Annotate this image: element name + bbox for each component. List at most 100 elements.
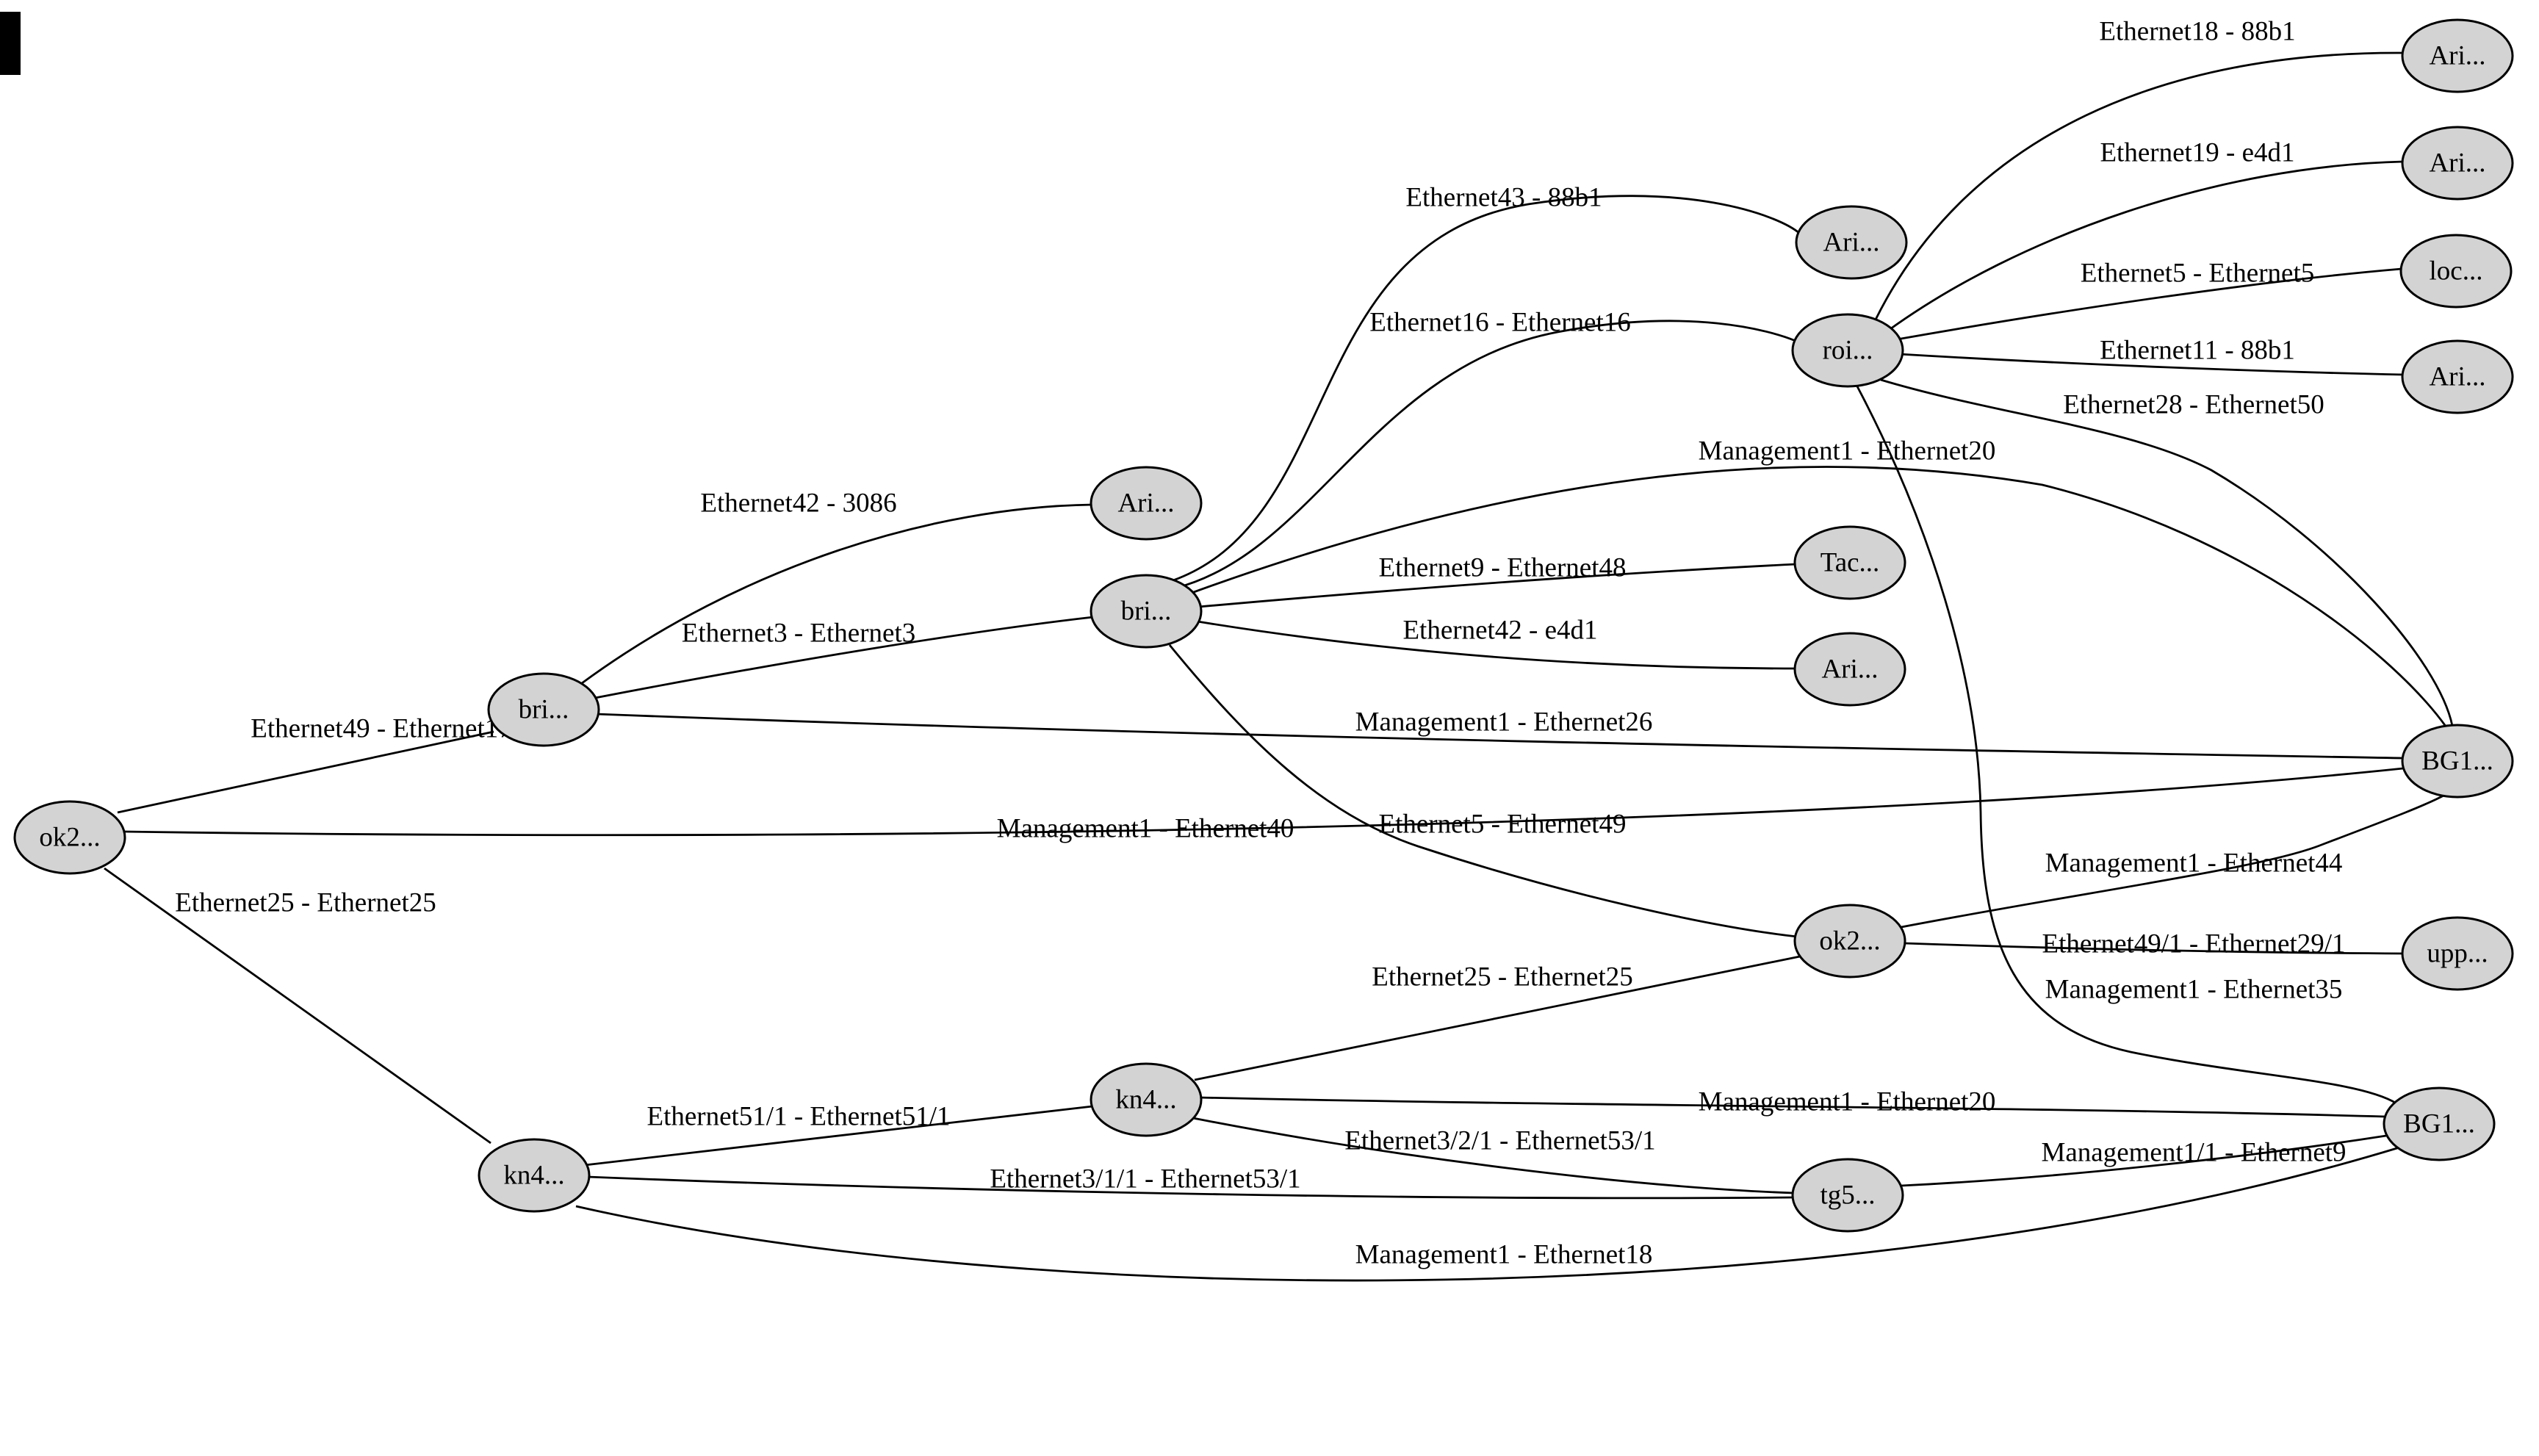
node-roi: roi...	[1791, 313, 1904, 388]
edge-label-bri-mid-ok2-mid: Ethernet5 - Ethernet49	[1379, 810, 1627, 840]
node-ellipse-ok2-mid	[1793, 904, 1906, 979]
edge-bri-mid-bg1-upper	[1185, 466, 2448, 728]
edge-bri-mid-ari-mid2	[1197, 620, 1797, 670]
edge-label-roi-ari-r3: Ethernet11 - 88b1	[2100, 336, 2295, 366]
node-ari-mid: Ari...	[1090, 466, 1203, 541]
edge-ok2-mid-upp	[1904, 942, 2403, 955]
edge-label-roi-bg1-lower: Management1 - Ethernet35	[2045, 975, 2343, 1005]
edge-roi-ari-r2	[1887, 160, 2404, 332]
node-ellipse-bri-mid	[1090, 574, 1203, 649]
node-label-bg1-lower: BG1...	[2403, 1109, 2475, 1139]
edge-label-ok2-left-bg1-upper: Management1 - Ethernet40	[997, 814, 1294, 844]
edge-bri-left-ari-mid	[581, 503, 1093, 685]
edge-label-kn4-mid-bg1-lower: Management1 - Ethernet20	[1699, 1087, 1996, 1117]
node-label-tg5: tg5...	[1820, 1181, 1875, 1211]
node-label-ok2-left: ok2...	[39, 823, 100, 853]
node-bri-mid: bri...	[1090, 574, 1203, 649]
edge-bri-mid-tac	[1198, 563, 1797, 608]
node-label-tac: Tac...	[1820, 548, 1880, 578]
node-ellipse-bg1-lower	[2383, 1086, 2496, 1161]
edges-layer	[104, 51, 2454, 1282]
edge-label-bri-mid-bg1-upper: Management1 - Ethernet20	[1699, 436, 1996, 466]
node-ari-top: Ari...	[1795, 205, 1908, 280]
node-ellipse-upp	[2401, 916, 2514, 991]
edge-ok2-left-kn4-left	[104, 867, 491, 1145]
node-ellipse-ari-r1	[2401, 18, 2514, 93]
edge-label-kn4-mid-tg5: Ethernet3/2/1 - Ethernet53/1	[1344, 1126, 1655, 1156]
edge-label-kn4-left-kn4-mid: Ethernet51/1 - Ethernet51/1	[647, 1102, 950, 1132]
edge-kn4-left-kn4-mid	[584, 1105, 1093, 1167]
node-bg1-upper: BG1...	[2401, 724, 2514, 799]
edge-label-bri-mid-roi: Ethernet16 - Ethernet16	[1369, 308, 1630, 338]
edge-roi-bg1-lower	[1856, 386, 2397, 1105]
edge-label-bri-left-bg1-upper: Management1 - Ethernet26	[1355, 707, 1653, 738]
node-tg5: tg5...	[1791, 1158, 1904, 1233]
edge-label-ok2-left-bri-left: Ethernet49 - Ethernet17	[251, 714, 511, 744]
edge-roi-ari-r3	[1898, 353, 2404, 376]
edge-roi-bg1-upper	[1880, 378, 2454, 727]
edge-tg5-bg1-lower	[1901, 1134, 2387, 1187]
edge-label-ok2-mid-bg1-upper: Management1 - Ethernet44	[2045, 848, 2343, 879]
edge-label-kn4-left-tg5: Ethernet3/1/1 - Ethernet53/1	[990, 1164, 1300, 1194]
node-ellipse-ari-mid	[1090, 466, 1203, 541]
node-label-loc: loc...	[2430, 256, 2483, 286]
edge-bri-left-bg1-upper	[596, 713, 2404, 760]
edge-label-kn4-left-bg1-lower: Management1 - Ethernet18	[1355, 1240, 1653, 1270]
edge-kn4-left-bg1-lower	[575, 1146, 2400, 1282]
node-bg1-lower: BG1...	[2383, 1086, 2496, 1161]
node-tac: Tac...	[1793, 525, 1906, 600]
node-ellipse-roi	[1791, 313, 1904, 388]
node-upp: upp...	[2401, 916, 2514, 991]
node-label-bri-left: bri...	[519, 695, 569, 725]
edge-roi-ari-r1	[1874, 51, 2404, 320]
node-ellipse-ok2-left	[13, 800, 126, 875]
node-label-ari-mid: Ari...	[1117, 489, 1174, 519]
corner-artifact	[0, 12, 21, 75]
node-bri-left: bri...	[487, 672, 600, 747]
node-ari-r2: Ari...	[2401, 126, 2514, 201]
node-label-ari-r3: Ari...	[2429, 362, 2485, 392]
edge-label-ok2-left-kn4-left: Ethernet25 - Ethernet25	[175, 888, 436, 918]
node-ellipse-tg5	[1791, 1158, 1904, 1233]
node-label-roi: roi...	[1823, 336, 1873, 366]
edge-kn4-left-tg5	[587, 1175, 1795, 1200]
edge-label-bri-left-bri-mid: Ethernet3 - Ethernet3	[682, 619, 915, 649]
edge-kn4-mid-ok2-mid	[1194, 955, 1801, 1081]
node-ari-mid2: Ari...	[1793, 632, 1906, 707]
edge-label-roi-ari-r1: Ethernet18 - 88b1	[2099, 17, 2295, 47]
node-kn4-mid: kn4...	[1090, 1062, 1203, 1137]
edge-label-kn4-mid-ok2-mid: Ethernet25 - Ethernet25	[1372, 962, 1632, 992]
node-kn4-left: kn4...	[478, 1138, 591, 1213]
edge-ok2-mid-bg1-upper	[1901, 793, 2446, 929]
node-label-bg1-upper: BG1...	[2421, 746, 2493, 776]
edge-label-bri-mid-tac: Ethernet9 - Ethernet48	[1379, 553, 1627, 583]
edge-kn4-mid-tg5	[1192, 1117, 1795, 1194]
node-ellipse-ari-top	[1795, 205, 1908, 280]
node-ok2-left: ok2...	[13, 800, 126, 875]
nodes-layer: ok2... bri... kn4... Ari... bri... kn4... Ari.…	[13, 18, 2514, 1233]
edge-label-roi-ari-r2: Ethernet19 - e4d1	[2100, 138, 2294, 168]
node-loc: loc...	[2399, 234, 2513, 309]
edge-ok2-left-bg1-upper	[123, 767, 2404, 837]
edge-roi-loc	[1896, 267, 2402, 341]
edge-label-bri-left-ari-mid: Ethernet42 - 3086	[700, 489, 896, 519]
node-ok2-mid: ok2...	[1793, 904, 1906, 979]
node-ellipse-bg1-upper	[2401, 724, 2514, 799]
node-ellipse-ari-mid2	[1793, 632, 1906, 707]
node-label-bri-mid: bri...	[1121, 597, 1172, 627]
edge-bri-mid-ok2-mid	[1168, 644, 1798, 938]
edge-label-roi-loc: Ethernet5 - Ethernet5	[2081, 259, 2314, 289]
node-ari-r3: Ari...	[2401, 339, 2514, 414]
edge-label-ok2-mid-upp: Ethernet49/1 - Ethernet29/1	[2042, 929, 2345, 959]
node-ari-r1: Ari...	[2401, 18, 2514, 93]
edge-label-bri-mid-ari-top: Ethernet43 - 88b1	[1405, 183, 1602, 213]
node-label-ok2-mid: ok2...	[1819, 926, 1880, 956]
node-label-kn4-mid: kn4...	[1115, 1085, 1176, 1115]
edge-label-tg5-bg1-lower: Management1/1 - Ethernet9	[2041, 1138, 2346, 1168]
edge-bri-left-bri-mid	[594, 616, 1094, 699]
edge-ok2-left-bri-left	[117, 730, 494, 814]
node-label-kn4-left: kn4...	[503, 1161, 564, 1191]
